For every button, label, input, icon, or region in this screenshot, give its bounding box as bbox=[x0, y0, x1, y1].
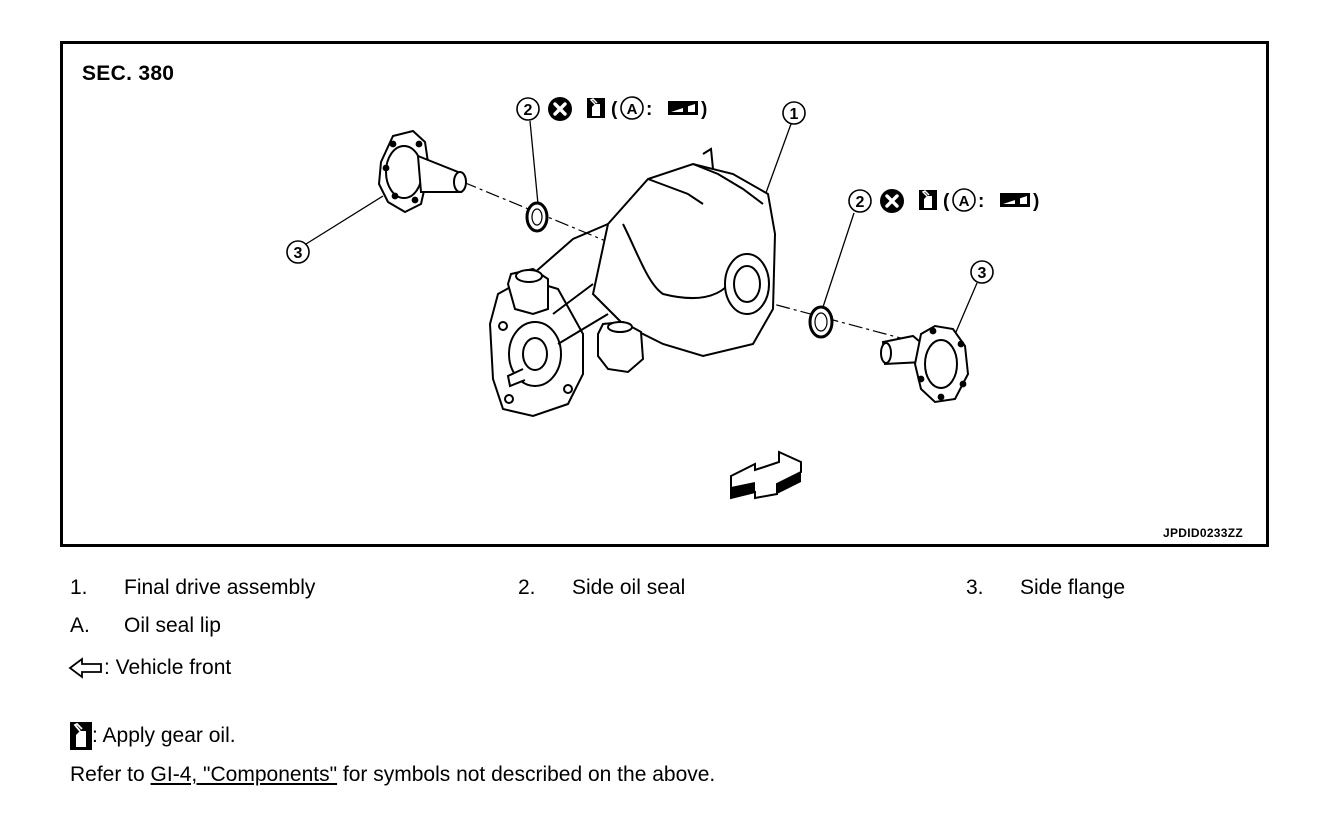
callout-number: 2 bbox=[524, 102, 533, 119]
callout-final-drive: 1 bbox=[762, 101, 806, 202]
svg-text:(: ( bbox=[611, 99, 618, 120]
vehicle-front-arrow bbox=[730, 450, 802, 500]
svg-text::: : bbox=[646, 99, 652, 120]
callout-number: 2 bbox=[856, 194, 865, 211]
callout-flange-right: 3 bbox=[952, 260, 994, 340]
gear-oil-note: : Apply gear oil. bbox=[70, 722, 236, 750]
svg-text:1: 1 bbox=[790, 106, 799, 123]
oil-can-icon bbox=[70, 722, 92, 750]
callout-flange-left: 3 bbox=[286, 195, 384, 264]
side-flange-left bbox=[377, 129, 467, 214]
refer-note: Refer to GI-4, "Components" for symbols … bbox=[70, 763, 716, 786]
vehicle-front-note: : Vehicle front bbox=[68, 656, 231, 680]
callout-seal-right: 2 ( A : ) bbox=[848, 187, 1039, 215]
final-drive-housing bbox=[488, 147, 777, 418]
callout-letter: A bbox=[627, 101, 638, 118]
section-label: SEC. 380 bbox=[82, 62, 175, 85]
final-drive-exploded-diagram: 2 ( A : ) 2 ( A : ) 1 bbox=[286, 95, 1039, 500]
svg-text:): ) bbox=[701, 99, 707, 120]
side-flange-right bbox=[880, 324, 970, 404]
callout-letter: A bbox=[959, 193, 970, 210]
side-oil-seal-right bbox=[808, 305, 834, 339]
svg-text:3: 3 bbox=[978, 265, 987, 282]
svg-text:): ) bbox=[1033, 191, 1039, 212]
svg-text:3: 3 bbox=[294, 245, 303, 262]
svg-text::: : bbox=[978, 191, 984, 212]
side-oil-seal-left bbox=[525, 201, 549, 233]
components-link[interactable]: GI-4, "Components" bbox=[150, 763, 338, 786]
arrow-outline-icon bbox=[68, 657, 102, 679]
diagram-frame: 2 ( A : ) 2 ( A : ) 1 bbox=[60, 41, 1269, 547]
svg-text:(: ( bbox=[943, 191, 950, 212]
figure-id: JPDID0233ZZ bbox=[1163, 526, 1243, 540]
callout-seal-left: 2 ( A : ) bbox=[516, 95, 707, 123]
